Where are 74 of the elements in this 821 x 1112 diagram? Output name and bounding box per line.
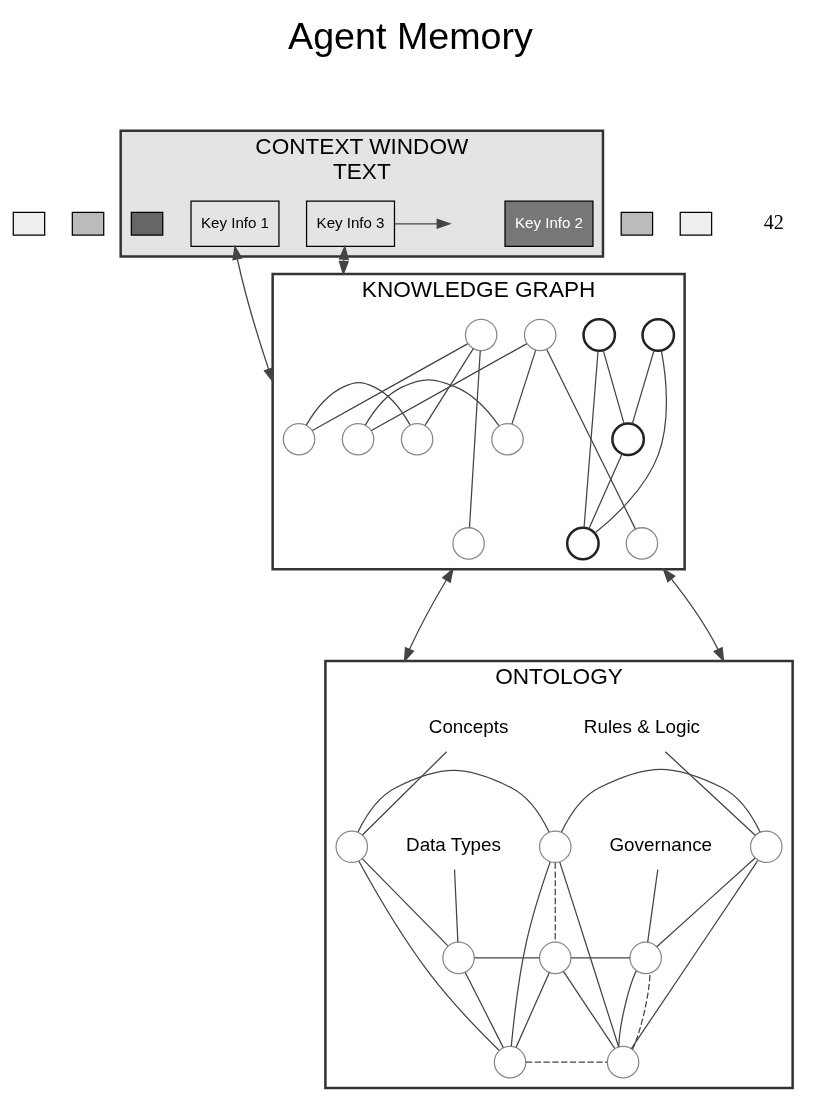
node-box xyxy=(679,211,713,236)
node-circle xyxy=(282,422,316,456)
node-circle xyxy=(335,830,369,864)
connector xyxy=(656,857,756,948)
connector xyxy=(588,453,623,530)
connector xyxy=(594,350,667,534)
connector xyxy=(453,868,459,943)
connector xyxy=(364,379,500,427)
connector xyxy=(473,957,541,959)
node-circle xyxy=(749,830,783,864)
connector xyxy=(525,1061,608,1063)
connector xyxy=(618,970,637,1048)
node-text: Governance xyxy=(609,834,713,856)
connector xyxy=(311,343,469,432)
connector xyxy=(554,862,556,943)
node-circle xyxy=(611,422,646,457)
node-circle xyxy=(538,941,572,975)
node-circle xyxy=(606,1045,640,1079)
connector xyxy=(464,971,504,1049)
connector xyxy=(357,769,550,833)
node-circle xyxy=(641,318,676,352)
node-box xyxy=(130,211,164,236)
connector xyxy=(510,861,551,1047)
arrow xyxy=(338,244,350,276)
arrow xyxy=(403,567,454,663)
label: 42 xyxy=(763,210,784,233)
connector xyxy=(370,343,528,432)
node-circle xyxy=(629,941,662,975)
connector xyxy=(583,350,599,529)
node-circle xyxy=(400,422,434,456)
connector xyxy=(631,972,651,1051)
node-circle xyxy=(523,318,557,352)
node-box: Key Info 1 xyxy=(190,200,280,248)
connector xyxy=(630,860,759,1050)
node-box xyxy=(620,211,654,236)
connector xyxy=(546,349,636,530)
diagram-title: Agent Memory xyxy=(288,15,533,58)
connector xyxy=(515,971,550,1049)
node-circle xyxy=(452,527,485,560)
node-box: Key Info 3 xyxy=(305,200,396,248)
connector xyxy=(305,382,411,426)
connector xyxy=(631,349,655,425)
node-box xyxy=(12,211,46,236)
node-circle xyxy=(538,830,572,864)
connector xyxy=(361,751,448,836)
node-circle xyxy=(565,526,600,561)
connector xyxy=(358,860,500,1051)
node-circle xyxy=(625,527,659,560)
node-text: Data Types xyxy=(406,834,501,856)
node-circle xyxy=(493,1045,527,1079)
cluster: KNOWLEDGE GRAPH xyxy=(271,272,686,571)
connector xyxy=(511,349,537,425)
connector xyxy=(559,861,620,1048)
node-circle xyxy=(491,422,524,456)
node-text: Concepts xyxy=(428,716,509,738)
connector xyxy=(424,348,474,426)
node-box: Key Info 2 xyxy=(504,200,594,248)
connector xyxy=(361,858,449,947)
arrow xyxy=(394,218,452,230)
node-text: Rules & Logic xyxy=(583,716,700,738)
node-box xyxy=(71,211,105,236)
arrow xyxy=(232,244,274,383)
node-circle xyxy=(442,941,475,975)
node-circle xyxy=(582,318,617,352)
arrow xyxy=(662,567,725,663)
connector xyxy=(602,349,625,425)
connector xyxy=(570,957,631,959)
connector xyxy=(647,868,659,943)
node-circle xyxy=(341,422,375,456)
connector xyxy=(468,350,481,529)
connector xyxy=(560,768,761,833)
connector xyxy=(562,971,616,1049)
connector xyxy=(664,751,756,836)
node-circle xyxy=(464,318,498,352)
